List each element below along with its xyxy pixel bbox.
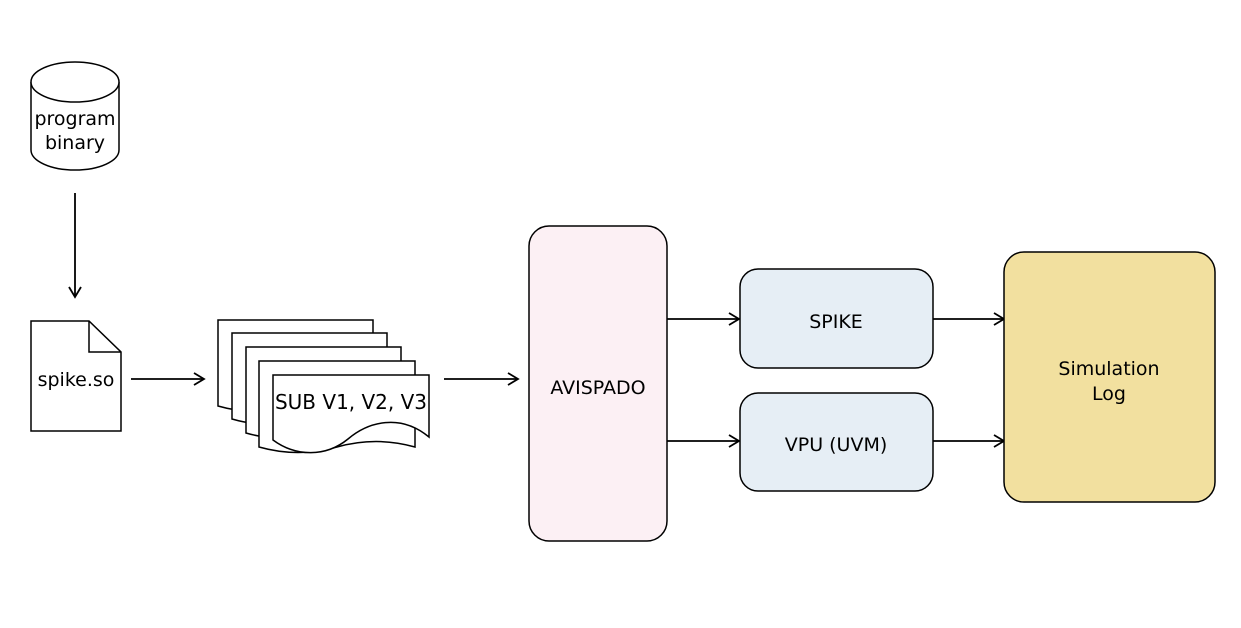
spike-box: SPIKE xyxy=(739,268,934,369)
simulation-log-box: Simulation Log xyxy=(1003,251,1216,503)
program-binary-label-line1: program xyxy=(34,108,115,130)
spike-so-document: spike.so xyxy=(30,320,122,432)
program-binary-label-line2: binary xyxy=(45,132,105,154)
vpu-label: VPU (UVM) xyxy=(785,434,888,456)
sub-versions-label: SUB V1, V2, V3 xyxy=(275,390,427,414)
spike-label: SPIKE xyxy=(809,311,863,333)
simulation-log-label-line1: Simulation xyxy=(1058,358,1159,380)
avispado-label: AVISPADO xyxy=(550,377,645,399)
simulation-log-label-line2: Log xyxy=(1092,383,1126,405)
sub-versions-document-stack: SUB V1, V2, V3 xyxy=(217,319,430,454)
vpu-box: VPU (UVM) xyxy=(739,392,934,492)
spike-so-label: spike.so xyxy=(38,369,115,391)
avispado-box: AVISPADO xyxy=(528,225,668,542)
program-binary-cylinder: program binary xyxy=(30,61,120,171)
